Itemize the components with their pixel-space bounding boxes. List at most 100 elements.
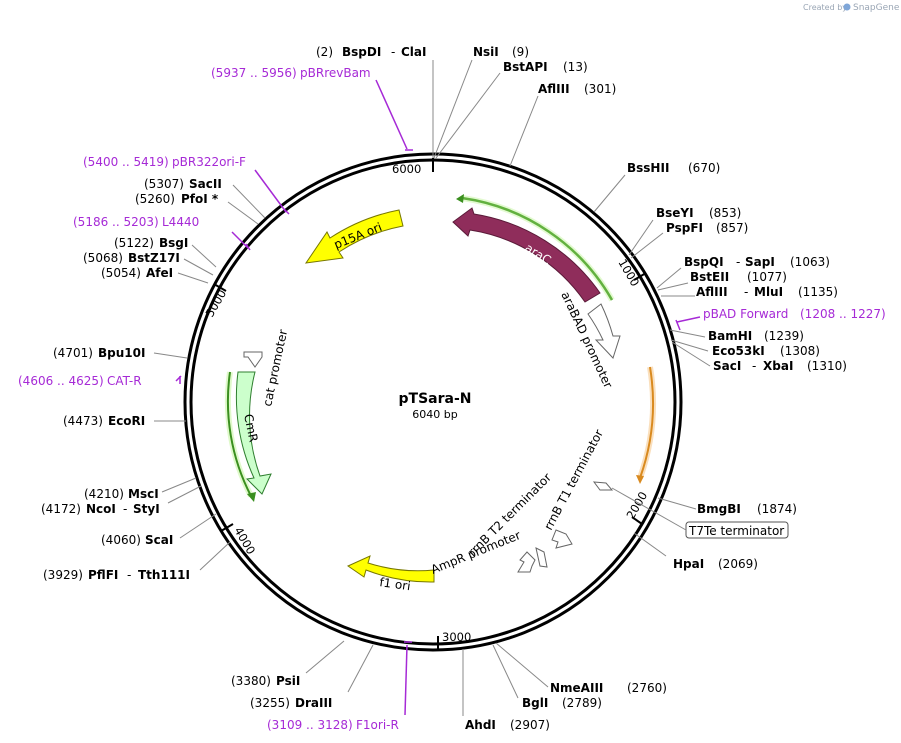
site-ncoi-name: NcoI	[86, 502, 116, 516]
site-saci-pos: (1310)	[807, 359, 847, 373]
site-scai-pos: (4060)	[101, 533, 141, 547]
site-bspqi-sep: -	[736, 255, 740, 269]
site-pflfi-name: PflFI	[88, 568, 118, 582]
site-psii-name: PsiI	[276, 674, 300, 688]
green-arrowhead-icon	[456, 194, 464, 203]
site-nsii-pos: (9)	[512, 45, 529, 59]
primer-catr-pos: (4606 .. 4625)	[18, 374, 104, 388]
primer-l4440-pos: (5186 .. 5203)	[73, 215, 159, 229]
feature-araC-green-arc-glow	[461, 195, 615, 302]
primer-f1orir-name: F1ori-R	[356, 718, 399, 732]
site-draiii-pos: (3255)	[250, 696, 290, 710]
site-pflfi-sep: -	[127, 568, 131, 582]
site-pfoi-pos: (5260)	[135, 192, 175, 206]
site-bspdi-pos: (2)	[316, 45, 333, 59]
site-styi-name: StyI	[133, 502, 160, 516]
feature-CmR-green-arc-line	[226, 371, 252, 497]
site-eco53ki-name: Eco53kI	[712, 344, 765, 358]
site-hpai-pos: (2069)	[718, 557, 758, 571]
tick-2000-mark	[631, 516, 643, 525]
site-sapi-name: SapI	[745, 255, 775, 269]
site-pfoi-name: PfoI *	[181, 192, 219, 206]
site-bamhi-pos: (1239)	[764, 329, 804, 343]
site-bsshii-name: BssHII	[627, 161, 669, 175]
site-bstapi-pos: (13)	[563, 60, 588, 74]
site-bsgi-name: BsgI	[159, 236, 188, 250]
site-pflfi-pos: (3929)	[43, 568, 83, 582]
site-afei-name: AfeI	[146, 266, 173, 280]
feature-rrnBT2-arrow[interactable]	[535, 547, 548, 568]
snapgene-logo-icon	[843, 3, 851, 11]
site-msci-name: MscI	[128, 487, 159, 501]
site-bspqi-pos: (1063)	[790, 255, 830, 269]
feature-orange-arc-line	[639, 366, 654, 479]
tick-6000: 6000	[392, 162, 421, 176]
site-bamhi-name: BamHI	[708, 329, 752, 343]
feature-CmR-arrow[interactable]	[235, 371, 272, 495]
site-bgli-name: BglI	[522, 696, 548, 710]
site-pspfi-pos: (857)	[716, 221, 748, 235]
site-aflIII-pos: (301)	[584, 82, 616, 96]
site-ncoi-pos: (4172)	[41, 502, 81, 516]
feature-T7Te-arrow[interactable]	[592, 481, 614, 491]
site-aflIIIb-sep: -	[744, 285, 748, 299]
site-nmeaiii-pos: (2760)	[627, 681, 667, 695]
primer-pbadfwd-pos: (1208 .. 1227)	[800, 307, 886, 321]
feature-cat-label: cat promoter	[260, 328, 290, 407]
primer-pbrrevbam-pos: (5937 .. 5956)	[211, 66, 297, 80]
tick-3000: 3000	[442, 630, 471, 644]
site-leader-lines	[153, 59, 711, 716]
feature-rrnBT1-arrow[interactable]	[551, 529, 573, 549]
primer-pbrrevbam-name: pBRrevBam	[300, 66, 371, 80]
feature-T7Te-label: T7Te terminator	[688, 524, 784, 538]
site-saci-name: SacI	[713, 359, 741, 373]
site-sacii-pos: (5307)	[144, 177, 184, 191]
site-bsteii-pos: (1077)	[747, 270, 787, 284]
plasmid-name: pTSara-N	[399, 391, 472, 407]
site-eco53ki-pos: (1308)	[780, 344, 820, 358]
feature-orange-arc	[637, 366, 656, 480]
feature-CmR-label: CmR	[241, 413, 261, 444]
site-bstz17i-pos: (5068)	[83, 251, 123, 265]
feature-cat-promoter-arrow[interactable]	[243, 351, 263, 368]
site-ecori-name: EcoRI	[108, 414, 145, 428]
primer-catr-name: CAT-R	[107, 374, 142, 388]
feature-araBAD-arrow[interactable]	[587, 303, 621, 359]
primer-l4440-name: L4440	[162, 215, 199, 229]
site-bspqi-name: BspQI	[684, 255, 724, 269]
site-bspdi-sep: -	[391, 45, 395, 59]
green-arrowhead-left-icon	[247, 492, 256, 502]
site-scai-name: ScaI	[145, 533, 173, 547]
site-bspdi-name: BspDI	[342, 45, 381, 59]
site-nmeaiii-name: NmeAIII	[550, 681, 603, 695]
feature-p15A-arrow[interactable]	[304, 209, 404, 264]
feature-araC-arrow[interactable]	[452, 207, 601, 303]
site-mlui-name: MluI	[754, 285, 783, 299]
site-aflIIIb-pos: (1135)	[798, 285, 838, 299]
credit-brand: SnapGene	[853, 3, 900, 13]
site-clai-name: ClaI	[401, 45, 426, 59]
feature-AmpR-promoter-arrow[interactable]	[517, 551, 536, 573]
site-draiii-name: DraIII	[295, 696, 332, 710]
tick-4000-mark	[220, 523, 234, 532]
site-afei-pos: (5054)	[101, 266, 141, 280]
site-aflIIIb-name: AflIII	[696, 285, 728, 299]
site-ecori-pos: (4473)	[63, 414, 103, 428]
site-ahdi-name: AhdI	[465, 718, 496, 732]
tick-5000-mark	[213, 283, 227, 292]
site-ahdi-pos: (2907)	[510, 718, 550, 732]
site-bgli-pos: (2789)	[562, 696, 602, 710]
site-bsgi-pos: (5122)	[114, 236, 154, 250]
site-bseyi-pos: (853)	[709, 206, 741, 220]
credit-created-by: Created by	[803, 3, 847, 12]
site-ncoi-sep: -	[123, 502, 127, 516]
feature-f1-arrow[interactable]	[346, 555, 435, 583]
site-psii-pos: (3380)	[231, 674, 271, 688]
site-tth111i-name: Tth111I	[138, 568, 190, 582]
plasmid-length: 6040 bp	[412, 408, 457, 421]
site-bmgbi-name: BmgBI	[697, 502, 741, 516]
primer-pbadfwd-name: pBAD Forward	[703, 307, 788, 321]
site-aflIII-name: AflIII	[538, 82, 570, 96]
tick-1000-mark	[633, 272, 647, 281]
